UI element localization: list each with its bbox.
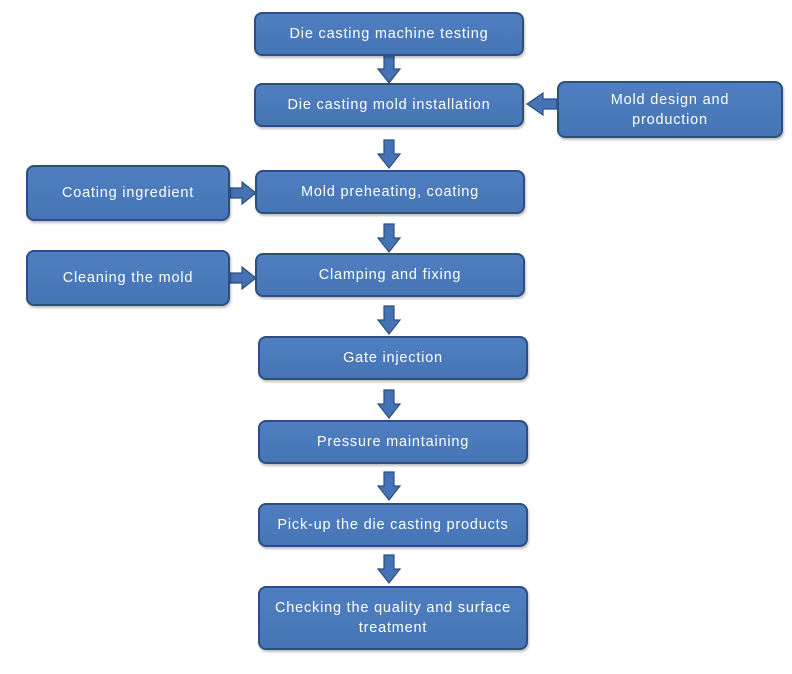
input-label: Cleaning the mold [62, 270, 194, 286]
input-label: Coating ingredient [61, 185, 195, 201]
input-label: Mold design and production [610, 91, 730, 128]
step-label: Die casting mold installation [287, 97, 491, 113]
arrow-down-3 [376, 223, 402, 253]
step-label: Checking the quality and surface treatme… [275, 600, 511, 636]
step-mold-preheating: Mold preheating, coating [255, 170, 525, 214]
step-label: Pick-up the die casting products [277, 517, 509, 533]
step-label: Die casting machine testing [289, 26, 489, 42]
input-mold-design: Mold design and production [557, 81, 783, 138]
step-label: Mold preheating, coating [301, 184, 479, 200]
arrow-right-coating [229, 180, 257, 206]
arrow-down-7 [376, 554, 402, 584]
input-coating-ingredient: Coating ingredient [26, 165, 230, 221]
step-gate-injection: Gate injection [258, 336, 528, 380]
arrow-down-5 [376, 389, 402, 419]
input-cleaning-mold: Cleaning the mold [26, 250, 230, 306]
step-clamping: Clamping and fixing [255, 253, 525, 297]
arrow-down-4 [376, 305, 402, 335]
step-label: Gate injection [343, 350, 443, 366]
arrow-down-1 [376, 54, 402, 84]
step-mold-installation: Die casting mold installation [254, 83, 524, 127]
arrow-down-2 [376, 139, 402, 169]
step-label: Clamping and fixing [318, 267, 462, 283]
step-pick-up: Pick-up the die casting products [258, 503, 528, 547]
step-machine-testing: Die casting machine testing [254, 12, 524, 56]
arrow-left-mold-design [525, 91, 558, 117]
arrow-right-cleaning [229, 265, 257, 291]
arrow-down-6 [376, 471, 402, 501]
step-label: Pressure maintaining [316, 434, 470, 450]
step-pressure-maintaining: Pressure maintaining [258, 420, 528, 464]
step-quality-check: Checking the quality and surface treatme… [258, 586, 528, 650]
